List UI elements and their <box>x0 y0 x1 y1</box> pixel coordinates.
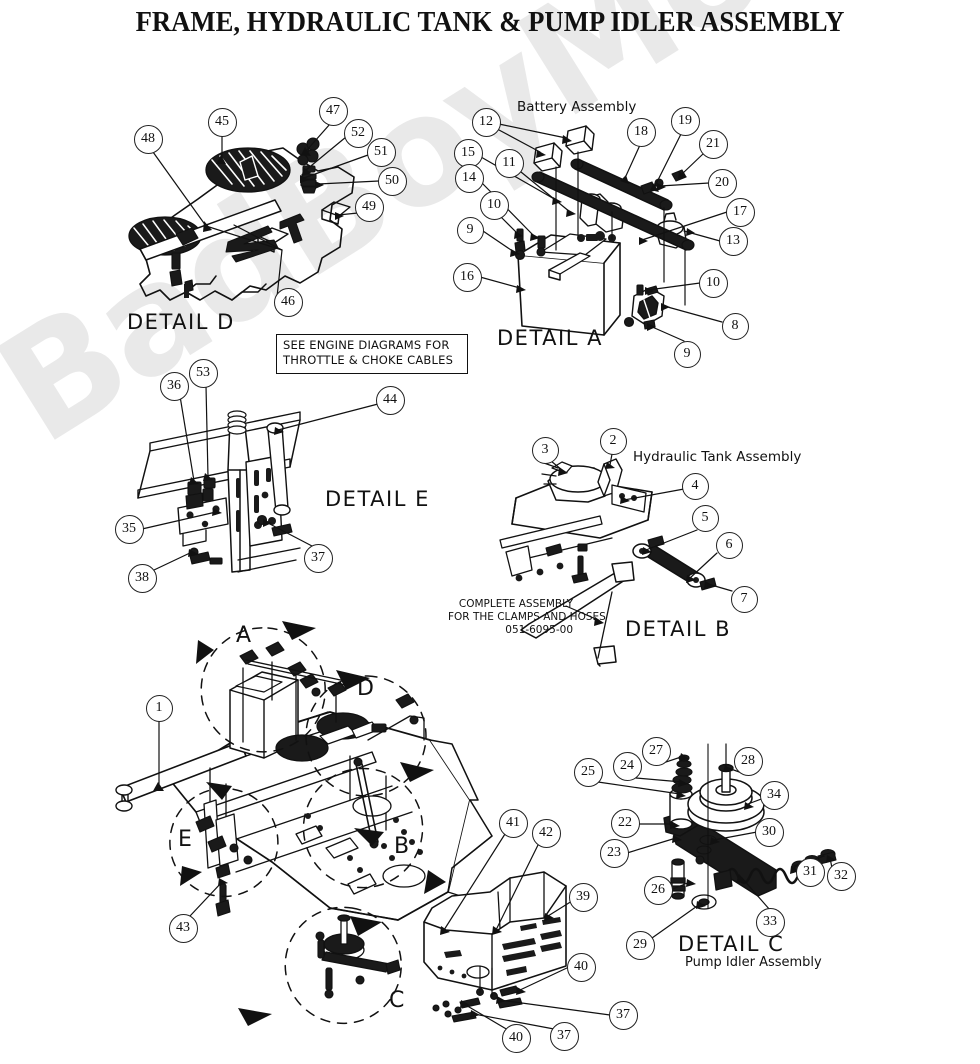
callout-8[interactable]: 8 <box>721 312 749 340</box>
battery-assembly-label: Battery Assembly <box>517 99 637 115</box>
callout-18[interactable]: 18 <box>626 117 656 147</box>
leader-arrowheads <box>153 135 836 1018</box>
detail-title-b: DETAIL B <box>625 617 731 641</box>
callout-21[interactable]: 21 <box>698 129 728 159</box>
callout-51[interactable]: 51 <box>366 137 396 167</box>
page-title: FRAME, HYDRAULIC TANK & PUMP IDLER ASSEM… <box>135 6 845 38</box>
detail-e-artwork <box>137 410 301 573</box>
engine-note-line-1: SEE ENGINE DIAGRAMS FOR <box>283 338 450 352</box>
callout-9[interactable]: 9 <box>456 216 484 244</box>
hose-note-part-number: 051-6095-00 <box>505 624 573 636</box>
callout-45[interactable]: 45 <box>207 107 237 137</box>
callout-10[interactable]: 10 <box>698 268 728 298</box>
callout-38[interactable]: 38 <box>127 563 157 593</box>
detail-c-subtitle: Pump Idler Assembly <box>685 955 822 970</box>
detail-zone-arrows <box>180 621 446 1026</box>
callout-37[interactable]: 37 <box>303 543 333 573</box>
detail-title-a: DETAIL A <box>497 326 603 350</box>
callout-9[interactable]: 9 <box>673 340 701 368</box>
zone-letter-e: E <box>178 827 192 852</box>
callout-27[interactable]: 27 <box>641 736 671 766</box>
callout-37[interactable]: 37 <box>608 1000 638 1030</box>
callout-12[interactable]: 12 <box>471 107 501 137</box>
callout-49[interactable]: 49 <box>354 192 384 222</box>
callout-28[interactable]: 28 <box>733 746 763 776</box>
engine-note-line-2: THROTTLE & CHOKE CABLES <box>283 353 454 367</box>
callout-43[interactable]: 43 <box>168 913 198 943</box>
callout-42[interactable]: 42 <box>531 818 561 848</box>
callout-46[interactable]: 46 <box>273 287 303 317</box>
callout-44[interactable]: 44 <box>375 385 405 415</box>
callout-1[interactable]: 1 <box>145 694 173 722</box>
callout-35[interactable]: 35 <box>114 514 144 544</box>
callout-24[interactable]: 24 <box>612 751 642 781</box>
callout-40[interactable]: 40 <box>566 952 596 982</box>
callout-16[interactable]: 16 <box>452 262 482 292</box>
detail-zone-circles <box>169 627 427 1025</box>
callout-30[interactable]: 30 <box>754 817 784 847</box>
detail-title-d: DETAIL D <box>127 310 235 334</box>
callout-50[interactable]: 50 <box>377 166 407 196</box>
callout-34[interactable]: 34 <box>759 780 789 810</box>
callout-40[interactable]: 40 <box>501 1023 531 1053</box>
callout-4[interactable]: 4 <box>681 472 709 500</box>
zone-letter-b: B <box>394 834 410 859</box>
callout-10[interactable]: 10 <box>479 190 509 220</box>
detail-d-artwork <box>128 137 355 301</box>
callout-13[interactable]: 13 <box>718 226 748 256</box>
zone-letter-c: C <box>389 988 405 1013</box>
callout-52[interactable]: 52 <box>343 118 373 148</box>
callout-7[interactable]: 7 <box>730 585 758 613</box>
shield-artwork <box>423 871 567 1023</box>
callout-39[interactable]: 39 <box>568 882 598 912</box>
callout-32[interactable]: 32 <box>826 861 856 891</box>
callout-48[interactable]: 48 <box>133 124 163 154</box>
callout-47[interactable]: 47 <box>318 96 348 126</box>
hydraulic-tank-assembly-label: Hydraulic Tank Assembly <box>633 449 802 465</box>
callout-20[interactable]: 20 <box>707 168 737 198</box>
detail-b-artwork <box>499 458 717 667</box>
engine-diagram-note-box: SEE ENGINE DIAGRAMS FOR THROTTLE & CHOKE… <box>276 334 468 374</box>
zone-letter-a: A <box>236 623 252 648</box>
callout-33[interactable]: 33 <box>755 907 785 937</box>
hose-note-line-1: COMPLETE ASSEMBLY <box>458 598 573 610</box>
callout-6[interactable]: 6 <box>715 531 743 559</box>
callout-26[interactable]: 26 <box>643 875 673 905</box>
callout-19[interactable]: 19 <box>670 106 700 136</box>
main-frame-artwork <box>115 641 501 999</box>
callout-31[interactable]: 31 <box>795 857 825 887</box>
callout-29[interactable]: 29 <box>625 930 655 960</box>
callout-14[interactable]: 14 <box>454 163 484 193</box>
callout-25[interactable]: 25 <box>573 757 603 787</box>
callout-11[interactable]: 11 <box>494 148 524 178</box>
hose-note-line-2: FOR THE CLAMPS AND HOSES <box>448 611 606 623</box>
zone-letter-d: D <box>357 676 374 701</box>
detail-a-artwork <box>514 125 695 336</box>
callout-3[interactable]: 3 <box>531 436 559 464</box>
callout-53[interactable]: 53 <box>188 358 218 388</box>
callout-37[interactable]: 37 <box>549 1021 579 1051</box>
callout-41[interactable]: 41 <box>498 808 528 838</box>
callout-5[interactable]: 5 <box>691 504 719 532</box>
callout-22[interactable]: 22 <box>610 808 640 838</box>
detail-title-e: DETAIL E <box>325 487 430 511</box>
hose-assembly-note: COMPLETE ASSEMBLY FOR THE CLAMPS AND HOS… <box>448 598 606 637</box>
leader-lines <box>141 123 833 1031</box>
callout-36[interactable]: 36 <box>159 371 189 401</box>
callout-23[interactable]: 23 <box>599 838 629 868</box>
callout-2[interactable]: 2 <box>599 427 627 455</box>
callout-15[interactable]: 15 <box>453 138 483 168</box>
callout-17[interactable]: 17 <box>725 197 755 227</box>
